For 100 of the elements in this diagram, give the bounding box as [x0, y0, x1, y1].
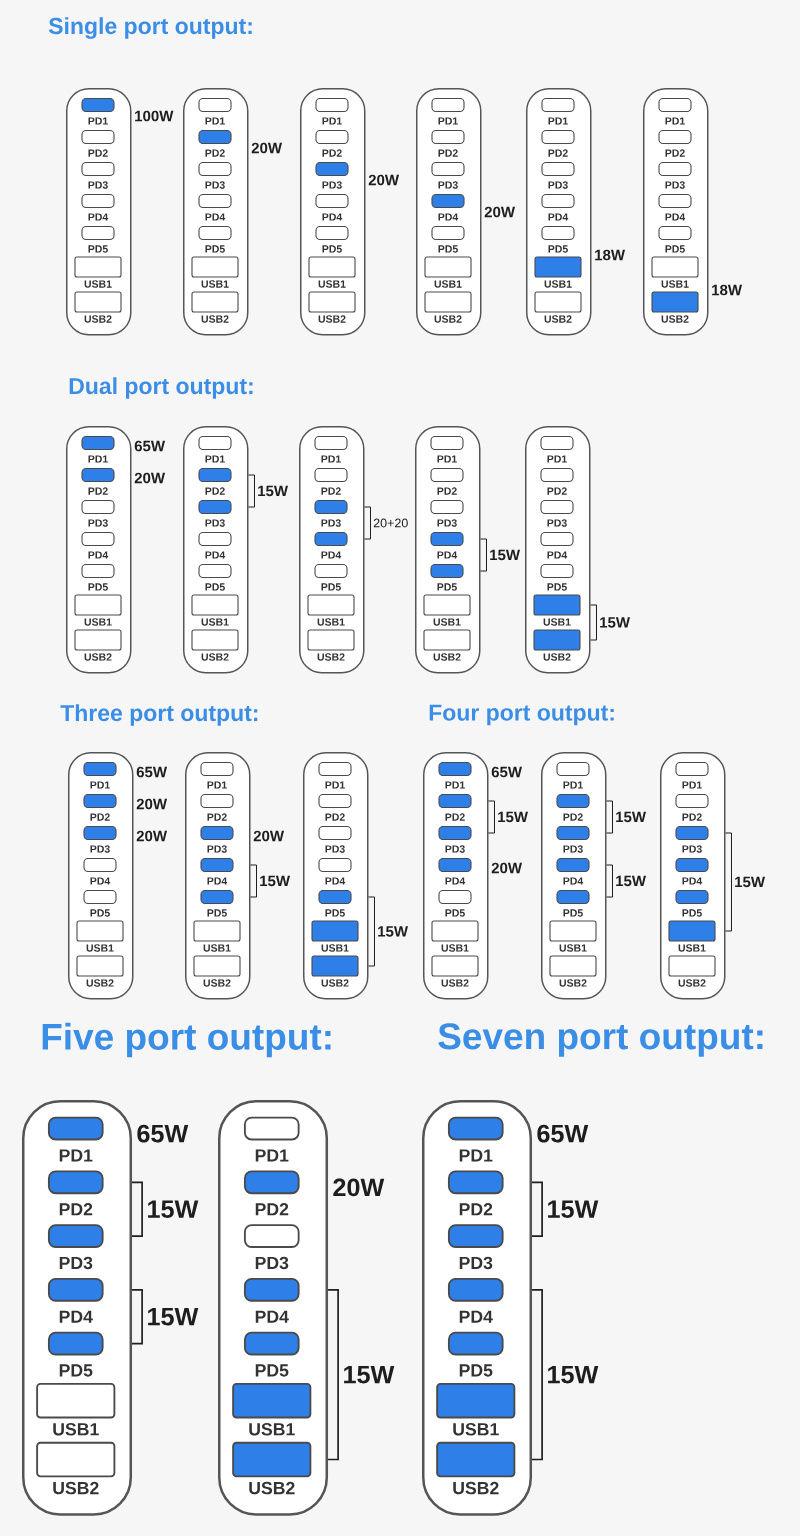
port: USB2 — [193, 955, 241, 987]
node-label: USB1 — [321, 944, 349, 952]
node-label: PD4 — [207, 877, 228, 885]
wattage-label: 18W — [595, 249, 625, 261]
node-label: PD4 — [205, 551, 226, 559]
port: PD5 — [438, 889, 472, 917]
port: PD5 — [556, 889, 590, 917]
node-label: PD3 — [682, 845, 702, 853]
port: USB2 — [423, 629, 471, 661]
port: USB2 — [191, 629, 239, 661]
node-label: PD5 — [88, 583, 108, 591]
wattage-label: 15W — [548, 1200, 599, 1218]
node-label: PD5 — [437, 583, 457, 591]
port: USB1 — [423, 594, 471, 626]
port: USB1 — [74, 594, 122, 626]
port: PD1 — [314, 435, 348, 463]
port: USB1 — [193, 920, 241, 952]
port: USB1 — [36, 1383, 116, 1436]
port: USB2 — [36, 1441, 116, 1495]
port: USB1 — [76, 920, 124, 952]
port: PD4 — [315, 193, 349, 221]
node-label: PD1 — [88, 117, 108, 125]
port: PD1 — [431, 97, 465, 125]
node-label: PD1 — [205, 455, 225, 463]
node-label: PD4 — [438, 213, 459, 221]
node-label: PD2 — [563, 813, 583, 821]
port: USB1 — [74, 256, 122, 288]
node-label: PD2 — [207, 813, 227, 821]
port: USB2 — [668, 955, 716, 987]
port: USB2 — [307, 629, 355, 661]
port: PD2 — [47, 1170, 104, 1216]
section-title: Five port output: — [42, 1022, 331, 1058]
node-label: PD2 — [445, 813, 465, 821]
node-label: PD5 — [207, 909, 227, 917]
section-title: Four port output: — [429, 704, 614, 726]
port: PD5 — [541, 225, 575, 253]
port: PD2 — [83, 793, 117, 821]
port: PD3 — [541, 161, 575, 189]
node-label: PD2 — [321, 487, 341, 495]
port: USB2 — [651, 291, 699, 323]
port: PD4 — [47, 1278, 104, 1323]
port: PD4 — [198, 531, 232, 559]
wattage-label: 20W — [136, 830, 167, 842]
node-label: PD4 — [563, 877, 584, 885]
node-label: PD5 — [547, 583, 567, 591]
port: USB1 — [549, 920, 597, 952]
node-label: USB1 — [318, 280, 346, 288]
port: PD4 — [540, 531, 574, 559]
wattage-label: 65W — [137, 1124, 189, 1143]
node-label: PD3 — [665, 181, 685, 189]
port: PD2 — [447, 1170, 504, 1216]
wattage-label: 15W — [616, 875, 646, 887]
node-label: USB2 — [86, 979, 114, 987]
node-label: USB2 — [84, 315, 112, 323]
port: USB2 — [308, 291, 356, 323]
wattage-label: 15W — [260, 875, 290, 887]
port: PD3 — [314, 499, 348, 527]
node-label: PD1 — [547, 455, 567, 463]
port: USB1 — [668, 920, 716, 952]
node-label: PD3 — [445, 845, 465, 853]
node-label: USB2 — [249, 1481, 295, 1495]
node-label: PD5 — [563, 909, 583, 917]
port: USB2 — [436, 1441, 516, 1495]
node-label: PD3 — [205, 181, 225, 189]
node-label: PD2 — [682, 813, 702, 821]
node-label: USB2 — [201, 653, 229, 661]
node-label: PD3 — [90, 845, 110, 853]
port: USB1 — [534, 256, 582, 288]
wattage-label: 65W — [537, 1124, 589, 1143]
wattage-label: 15W — [616, 811, 646, 823]
port: PD3 — [315, 161, 349, 189]
wattage-label: 15W — [148, 1200, 199, 1218]
node-label: PD1 — [438, 117, 458, 125]
wattage-label: 65W — [491, 766, 522, 778]
node-label: PD5 — [321, 583, 341, 591]
node-label: PD3 — [548, 181, 568, 189]
port: PD3 — [540, 499, 574, 527]
wattage-label: 18W — [712, 284, 742, 296]
port: USB1 — [308, 256, 356, 288]
node-label: USB1 — [543, 618, 571, 626]
node-label: PD4 — [59, 1310, 93, 1323]
port: PD5 — [318, 889, 352, 917]
wattage-label: 15W — [548, 1365, 599, 1384]
node-label: PD1 — [321, 455, 341, 463]
port: PD2 — [81, 467, 115, 495]
node-label: USB1 — [86, 944, 114, 952]
wattage-label: 15W — [490, 549, 520, 561]
node-label: USB1 — [678, 944, 706, 952]
node-label: PD5 — [325, 909, 345, 917]
node-label: PD1 — [255, 1149, 289, 1162]
wattage-label: 20W — [136, 798, 167, 810]
port: PD1 — [447, 1116, 504, 1162]
node-label: PD1 — [88, 455, 108, 463]
node-label: PD2 — [88, 149, 108, 157]
wattage-label: 15W — [735, 876, 765, 888]
port: PD3 — [81, 161, 115, 189]
port: PD5 — [675, 889, 709, 917]
node-label: PD2 — [547, 487, 567, 495]
node-label: PD2 — [90, 813, 110, 821]
node-label: PD1 — [205, 117, 225, 125]
